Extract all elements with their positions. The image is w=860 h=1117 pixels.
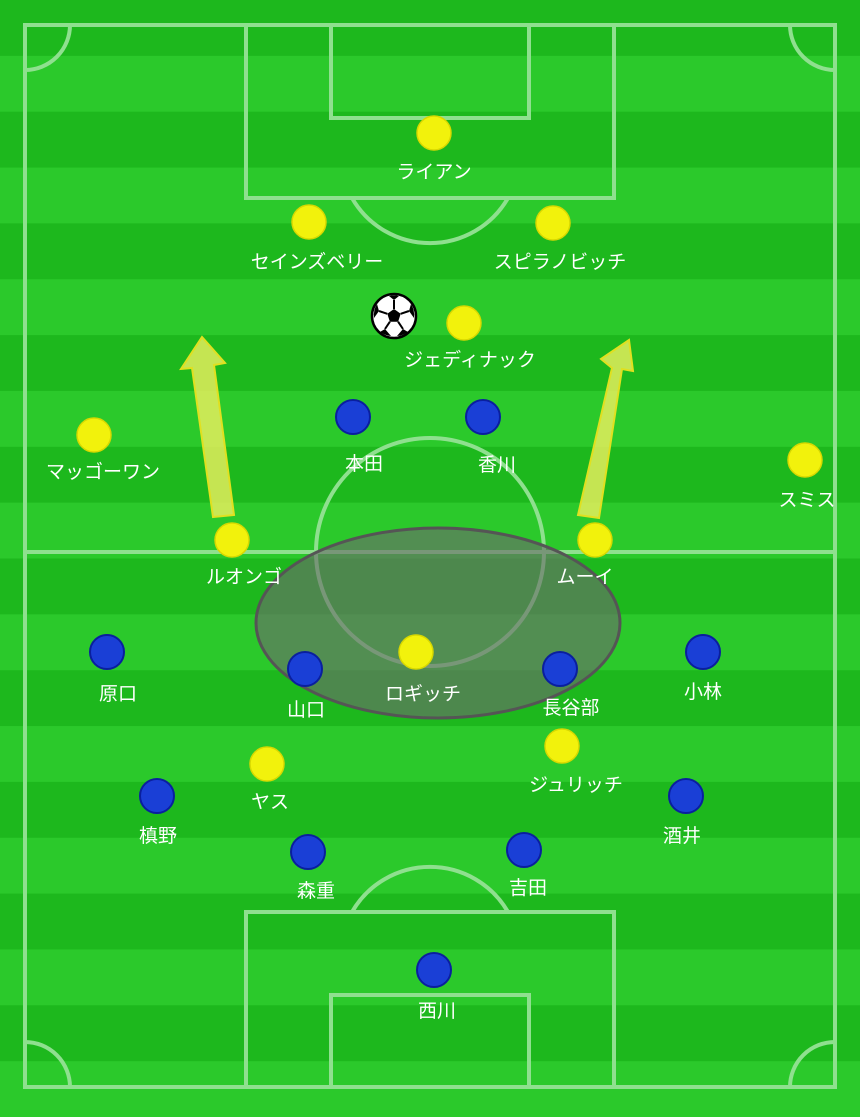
player-marker xyxy=(465,399,501,435)
corner-arc-top-left xyxy=(24,24,72,72)
player-mcgowan: マッゴーワン xyxy=(46,417,160,483)
pitch-stripe xyxy=(0,446,860,504)
player-luongo: ルオンゴ xyxy=(206,522,282,588)
player-label: 香川 xyxy=(478,454,516,476)
yellow-team: ライアン セインズベリー スピラノビッチ ジェディナック マッゴーワン スミス … xyxy=(46,115,836,813)
player-marker xyxy=(535,205,571,241)
midfield-overload-zone xyxy=(254,526,622,720)
player-label: 小林 xyxy=(684,681,722,703)
bottom-goal-box xyxy=(329,993,531,1089)
pitch-stripe xyxy=(0,893,860,950)
player-marker xyxy=(287,651,323,687)
player-marker xyxy=(668,778,704,814)
player-label: ムーイ xyxy=(556,566,613,588)
player-marker xyxy=(335,399,371,435)
player-label: スピラノビッチ xyxy=(494,251,627,273)
player-label: 槙野 xyxy=(139,825,177,847)
player-label: ジェディナック xyxy=(404,349,536,371)
player-sakai: 酒井 xyxy=(663,778,704,847)
pitch-stripe xyxy=(0,335,860,392)
player-jurman: ジュリッチ xyxy=(529,728,623,796)
player-label: ジュリッチ xyxy=(529,774,623,796)
run-arrows xyxy=(179,335,635,520)
pitch-stripe xyxy=(0,55,860,113)
soccer-ball-icon xyxy=(370,292,418,340)
player-marker xyxy=(416,115,452,151)
player-marker xyxy=(290,834,326,870)
player-honda: 本田 xyxy=(335,399,383,475)
pitch-stripe xyxy=(0,726,860,783)
player-sainsbury: セインズベリー xyxy=(251,204,384,273)
player-label: 吉田 xyxy=(509,877,547,899)
pitch-stripe xyxy=(0,1005,860,1062)
player-label: ルオンゴ xyxy=(206,566,282,588)
player-rogic: ロギッチ xyxy=(385,634,461,705)
player-nishikawa: 西川 xyxy=(416,952,456,1022)
player-marker xyxy=(89,634,125,670)
player-marker xyxy=(506,832,542,868)
player-marker xyxy=(139,778,175,814)
player-kobayashi: 小林 xyxy=(684,634,722,703)
player-label: 酒井 xyxy=(663,825,701,847)
player-label: ライアン xyxy=(396,161,471,183)
top-penalty-arc xyxy=(350,197,510,246)
pitch-stripe xyxy=(0,223,860,280)
player-marker xyxy=(685,634,721,670)
pitch-stripe xyxy=(0,279,860,336)
player-marker xyxy=(76,417,112,453)
player-kagawa: 香川 xyxy=(465,399,516,476)
player-mooy: ムーイ xyxy=(556,522,614,588)
player-label: 西川 xyxy=(418,1000,456,1022)
player-smith: スミス xyxy=(778,442,836,511)
player-marker xyxy=(416,952,452,988)
player-label: 山口 xyxy=(287,699,325,721)
corner-arc-top-right xyxy=(788,24,836,72)
player-spiranovic: スピラノビッチ xyxy=(494,205,627,273)
player-label: スミス xyxy=(778,489,835,511)
player-marker xyxy=(577,522,613,558)
player-hasebe: 長谷部 xyxy=(542,651,600,719)
left-run-arrow xyxy=(179,335,236,519)
blue-team: 本田 香川 原口 山口 長谷部 小林 槙野 酒井 xyxy=(89,399,722,1022)
player-marker xyxy=(249,746,285,782)
player-label: ヤス xyxy=(251,791,289,813)
player-marker xyxy=(214,522,250,558)
right-run-arrow xyxy=(576,338,635,520)
player-label: セインズベリー xyxy=(251,251,384,273)
pitch-stripe xyxy=(0,1061,860,1117)
player-marker xyxy=(446,305,482,341)
player-yasu: ヤス xyxy=(249,746,289,813)
pitch-stripe xyxy=(0,0,860,57)
player-yamaguchi: 山口 xyxy=(287,651,325,721)
player-label: 原口 xyxy=(99,683,137,705)
player-marker xyxy=(787,442,823,478)
corner-arc-bottom-left xyxy=(24,1040,72,1088)
pitch-stripe xyxy=(0,167,860,224)
player-makino: 槙野 xyxy=(139,778,177,847)
player-marker xyxy=(291,204,327,240)
pitch-stripe xyxy=(0,781,860,839)
player-label: マッゴーワン xyxy=(46,461,160,483)
player-marker xyxy=(542,651,578,687)
player-label: ロギッチ xyxy=(385,683,461,705)
player-morishige: 森重 xyxy=(290,834,335,902)
bottom-penalty-arc xyxy=(350,864,510,913)
player-marker xyxy=(544,728,580,764)
player-label: 長谷部 xyxy=(542,697,599,719)
player-haraguchi: 原口 xyxy=(89,634,137,705)
player-label: 森重 xyxy=(297,880,335,902)
player-label: 本田 xyxy=(345,453,383,475)
player-marker xyxy=(398,634,434,670)
player-jedinak: ジェディナック xyxy=(404,305,536,371)
player-ryan: ライアン xyxy=(396,115,472,183)
player-yoshida: 吉田 xyxy=(506,832,547,899)
corner-arc-bottom-right xyxy=(788,1040,836,1088)
